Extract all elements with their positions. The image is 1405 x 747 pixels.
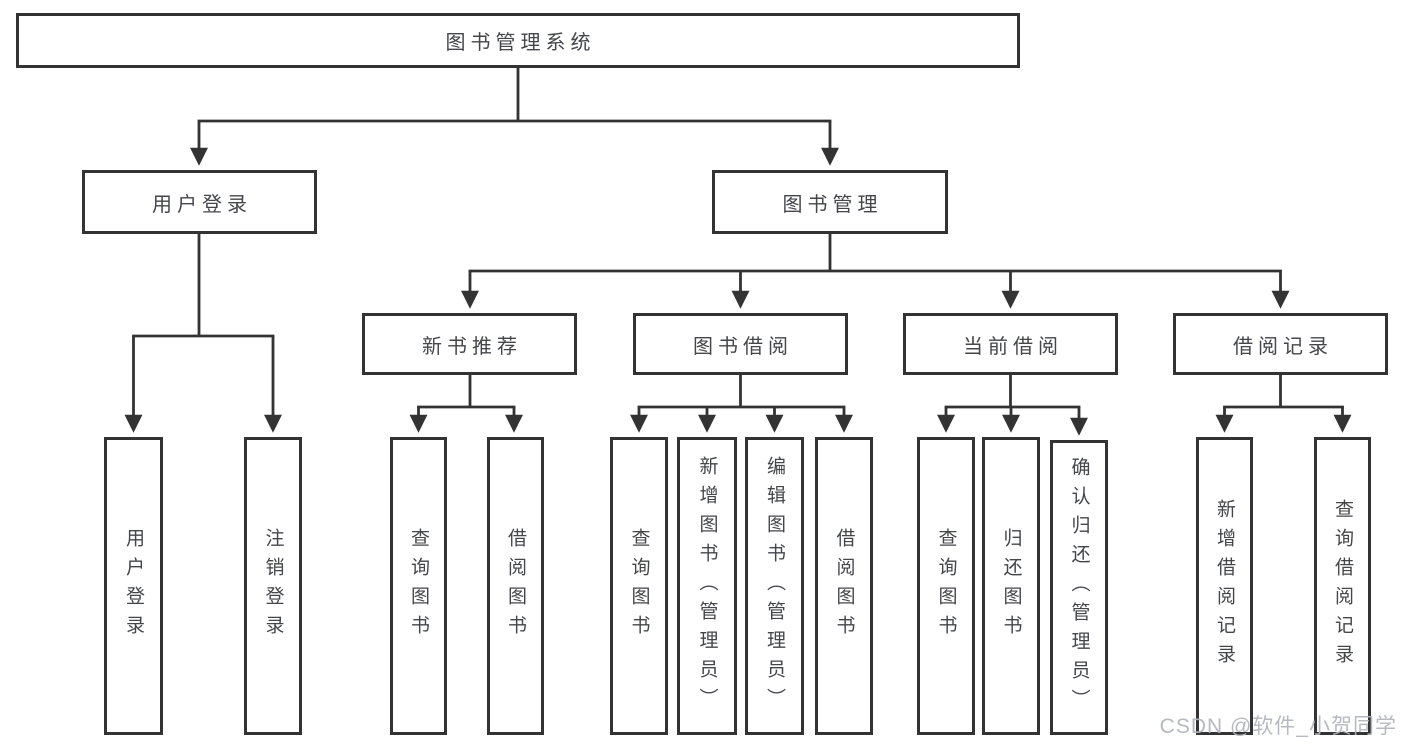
node-root-label: 图书管理系统 bbox=[445, 32, 596, 54]
node-book-management: 图书管理 bbox=[712, 170, 948, 234]
node-book-borrow-label: 图书借阅 bbox=[693, 335, 793, 358]
leaf-borrow-book-2: 借阅图书 bbox=[815, 437, 873, 735]
leaf-logout: 注销登录 bbox=[244, 437, 302, 735]
node-current-borrow: 当前借阅 bbox=[903, 313, 1118, 375]
node-borrow-record-label: 借阅记录 bbox=[1233, 335, 1333, 358]
leaf-query-book-1: 查询图书 bbox=[390, 437, 447, 735]
leaf-user-login-label: 用户登录 bbox=[123, 528, 144, 644]
node-book-borrow: 图书借阅 bbox=[633, 313, 848, 375]
leaf-confirm-return-admin: 确认归还（管理员） bbox=[1050, 440, 1108, 735]
node-borrow-record: 借阅记录 bbox=[1173, 313, 1388, 375]
node-root: 图书管理系统 bbox=[16, 13, 1020, 68]
leaf-return-book: 归还图书 bbox=[982, 437, 1040, 735]
leaf-query-borrow-record: 查询借阅记录 bbox=[1314, 437, 1371, 735]
node-current-borrow-label: 当前借阅 bbox=[963, 335, 1063, 358]
leaf-confirm-return-admin-label: 确认归还（管理员） bbox=[1068, 457, 1090, 718]
leaf-add-book-admin: 新增图书（管理员） bbox=[677, 437, 737, 735]
leaf-borrow-book-1-label: 借阅图书 bbox=[505, 528, 526, 644]
leaf-query-book-2-label: 查询图书 bbox=[628, 528, 650, 644]
node-user-login-label: 用户登录 bbox=[152, 193, 252, 216]
watermark-text: CSDN @软件_小贺同学 bbox=[1159, 715, 1397, 738]
node-book-management-label: 图书管理 bbox=[782, 193, 883, 216]
leaf-add-borrow-record: 新增借阅记录 bbox=[1196, 437, 1253, 735]
leaf-edit-book-admin-label: 编辑图书（管理员） bbox=[764, 455, 785, 717]
leaf-query-borrow-record-label: 查询借阅记录 bbox=[1332, 499, 1353, 673]
leaf-query-book-3-label: 查询图书 bbox=[935, 528, 957, 644]
leaf-user-login: 用户登录 bbox=[104, 437, 163, 735]
leaf-borrow-book-1: 借阅图书 bbox=[487, 437, 544, 735]
leaf-edit-book-admin: 编辑图书（管理员） bbox=[745, 437, 804, 735]
node-new-book-recommend-label: 新书推荐 bbox=[422, 335, 522, 358]
leaf-borrow-book-2-label: 借阅图书 bbox=[833, 528, 855, 644]
leaf-query-book-1-label: 查询图书 bbox=[408, 528, 429, 644]
leaf-logout-label: 注销登录 bbox=[262, 528, 284, 644]
leaf-query-book-2: 查询图书 bbox=[610, 437, 668, 735]
leaf-return-book-label: 归还图书 bbox=[1000, 528, 1022, 644]
leaf-add-borrow-record-label: 新增借阅记录 bbox=[1214, 499, 1235, 673]
node-user-login: 用户登录 bbox=[82, 170, 317, 234]
node-new-book-recommend: 新书推荐 bbox=[362, 313, 577, 375]
leaf-query-book-3: 查询图书 bbox=[917, 437, 975, 735]
leaf-add-book-admin-label: 新增图书（管理员） bbox=[696, 455, 718, 717]
